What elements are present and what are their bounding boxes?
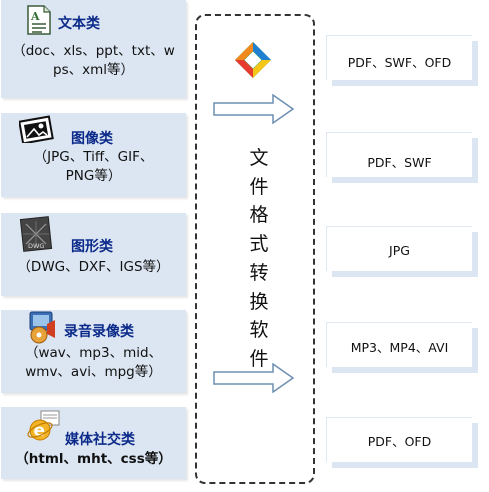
source-desc: （DWG、DXF、IGS等） xyxy=(1,258,186,277)
right-arrow-icon xyxy=(213,93,295,128)
output-box: MP3、MP4、AVI xyxy=(326,322,472,367)
desc-line: PNG等） xyxy=(65,168,122,184)
source-title: 文本类 xyxy=(58,16,100,32)
source-title: 媒体社交类 xyxy=(65,432,135,448)
output-label: PDF、OFD xyxy=(367,434,432,449)
dwg-file-icon: DWG xyxy=(19,216,53,256)
desc-line: （wav、mp3、mid、 xyxy=(24,345,163,361)
converter-label: 文 件 格 式 转 换 软 件 xyxy=(247,144,271,374)
source-desc: （html、mht、css等） xyxy=(1,450,186,469)
document-icon: A xyxy=(25,5,53,39)
converter-label-char: 式 xyxy=(249,233,269,256)
desc-line: wmv、avi、mpg等） xyxy=(25,364,162,380)
output-box: PDF、SWF、OFD xyxy=(326,35,472,80)
desc-line: （doc、xls、ppt、txt、w xyxy=(12,43,175,59)
svg-text:e: e xyxy=(34,421,46,441)
converter-label-char: 换 xyxy=(249,290,269,313)
dwg-label: DWG xyxy=(28,242,44,250)
desc-line: （html、mht、css等） xyxy=(15,451,172,467)
converter-label-char: 件 xyxy=(249,175,269,198)
source-box-web: e 媒体社交类 （html、mht、css等） xyxy=(1,407,186,479)
converter-label-char: 件 xyxy=(249,347,269,370)
source-title: 图形类 xyxy=(71,239,113,255)
output-box: JPG xyxy=(326,226,472,271)
output-label: JPG xyxy=(389,243,410,258)
converter-logo-icon xyxy=(233,40,273,84)
converter-box xyxy=(195,14,315,484)
source-box-media: 录音录像类 （wav、mp3、mid、 wmv、avi、mpg等） xyxy=(1,310,186,393)
output-label: PDF、SWF xyxy=(367,155,432,170)
source-title: 录音录像类 xyxy=(64,324,134,340)
source-desc: （doc、xls、ppt、txt、w ps、xml等） xyxy=(1,42,186,80)
converter-label-char: 文 xyxy=(249,147,269,169)
desc-line: （JPG、Tiff、GIF、 xyxy=(33,149,154,165)
output-label: MP3、MP4、AVI xyxy=(350,340,449,355)
picture-icon xyxy=(18,113,55,147)
desc-line: （DWG、DXF、IGS等） xyxy=(17,259,170,275)
media-player-icon xyxy=(25,310,59,348)
converter-label-char: 格 xyxy=(249,204,269,227)
desc-line: ps、xml等） xyxy=(53,62,134,78)
right-arrow-icon xyxy=(213,362,295,397)
converter-label-char: 转 xyxy=(249,261,269,284)
source-title: 图像类 xyxy=(71,131,113,147)
source-box-text: A 文本类 （doc、xls、ppt、txt、w ps、xml等） xyxy=(1,0,186,98)
converter-label-char: 软 xyxy=(249,319,269,342)
svg-text:A: A xyxy=(30,10,40,23)
output-box: PDF、SWF xyxy=(326,132,472,177)
source-box-graphics: DWG 图形类 （DWG、DXF、IGS等） xyxy=(1,213,186,296)
output-box: PDF、OFD xyxy=(326,417,472,462)
source-box-image: 图像类 （JPG、Tiff、GIF、 PNG等） xyxy=(1,113,186,197)
source-desc: （wav、mp3、mid、 wmv、avi、mpg等） xyxy=(1,344,186,382)
internet-explorer-icon: e xyxy=(27,409,63,447)
output-label: PDF、SWF、OFD xyxy=(347,55,452,70)
source-desc: （JPG、Tiff、GIF、 PNG等） xyxy=(1,148,186,186)
